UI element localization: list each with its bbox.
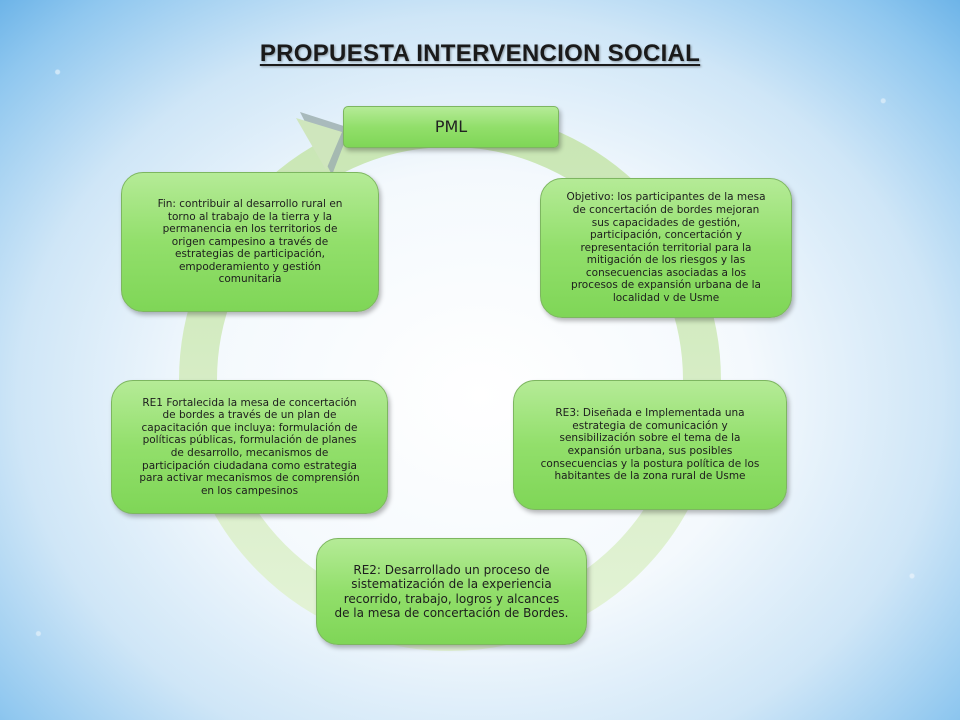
re1-node: RE1 Fortalecida la mesa de concertación … <box>111 380 388 514</box>
re1-text: RE1 Fortalecida la mesa de concertación … <box>139 396 360 497</box>
objetivo-text: Objetivo: los participantes de la mesa d… <box>566 191 766 305</box>
pml-node: PML <box>343 106 559 148</box>
fin-node: Fin: contribuir al desarrollo rural en t… <box>121 172 379 312</box>
re2-text: RE2: Desarrollado un proceso de sistemat… <box>334 562 569 620</box>
re3-node: RE3: Diseñada e Implementada una estrate… <box>513 380 787 510</box>
fin-text: Fin: contribuir al desarrollo rural en t… <box>157 197 343 286</box>
objetivo-node: Objetivo: los participantes de la mesa d… <box>540 178 792 318</box>
cycle-arrow-head-light <box>296 118 342 170</box>
re3-text: RE3: Diseñada e Implementada una estrate… <box>540 407 760 483</box>
page-title: PROPUESTA INTERVENCION SOCIAL <box>259 40 701 67</box>
pml-label: PML <box>434 117 468 137</box>
re2-node: RE2: Desarrollado un proceso de sistemat… <box>316 538 587 645</box>
